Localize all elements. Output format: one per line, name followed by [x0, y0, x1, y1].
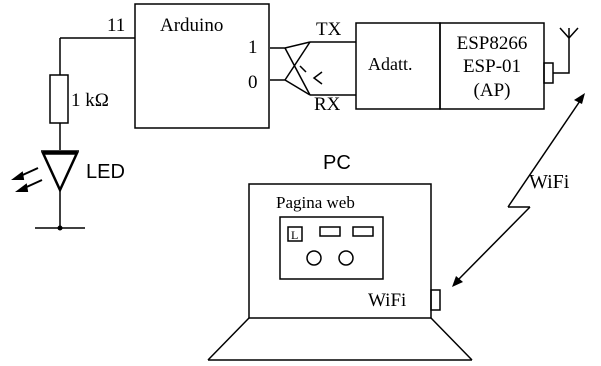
- wifi-link-label: WiFi: [529, 171, 570, 193]
- web-page-button-l: [287, 226, 303, 242]
- tx-arrow-icon: [312, 71, 323, 85]
- web-page-slot-1: [319, 226, 341, 237]
- light-emission-arrows-icon: [11, 167, 43, 192]
- resistor-label: 1 kΩ: [71, 90, 109, 111]
- antenna-icon: [553, 27, 579, 74]
- ground-node: [57, 225, 63, 231]
- web-page-panel: [279, 216, 384, 280]
- esp-line-2: ESP-01: [463, 56, 521, 77]
- esp-antenna-connector: [543, 62, 554, 84]
- led-label: LED: [86, 161, 125, 183]
- wifi-arrow-bottom-icon: [452, 276, 463, 287]
- rx-arrow-icon: [299, 65, 307, 73]
- web-page-slot-2: [352, 226, 374, 237]
- pin-11-label: 11: [107, 15, 125, 36]
- resistor: [49, 74, 69, 124]
- adapter-label: Adatt.: [368, 54, 413, 74]
- web-page-indicator-1: [306, 250, 322, 266]
- laptop-screen: [248, 183, 432, 319]
- pc-wifi-label: WiFi: [368, 290, 406, 311]
- arduino-pin-1-label: 1: [248, 37, 258, 58]
- wifi-link-zigzag: [452, 93, 585, 287]
- wifi-arrow-top-icon: [574, 93, 585, 104]
- web-page-title: Pagina web: [276, 193, 355, 212]
- esp-line-1: ESP8266: [457, 33, 528, 54]
- pc-label: PC: [323, 152, 351, 174]
- pc-wifi-dongle: [430, 289, 441, 311]
- web-page-button-l-label: L: [291, 228, 298, 242]
- laptop-base: [207, 317, 473, 361]
- led-symbol: [41, 150, 79, 193]
- web-page-indicator-2: [338, 250, 354, 266]
- arduino-block: [134, 3, 270, 129]
- rx-label: RX: [314, 94, 341, 115]
- serial-crossed-wires: [270, 41, 356, 96]
- arduino-title: Arduino: [160, 15, 223, 36]
- esp-line-3: (AP): [474, 80, 511, 101]
- pin-11-wire: [59, 37, 135, 75]
- tx-label: TX: [316, 19, 342, 40]
- arduino-pin-0-label: 0: [248, 72, 258, 93]
